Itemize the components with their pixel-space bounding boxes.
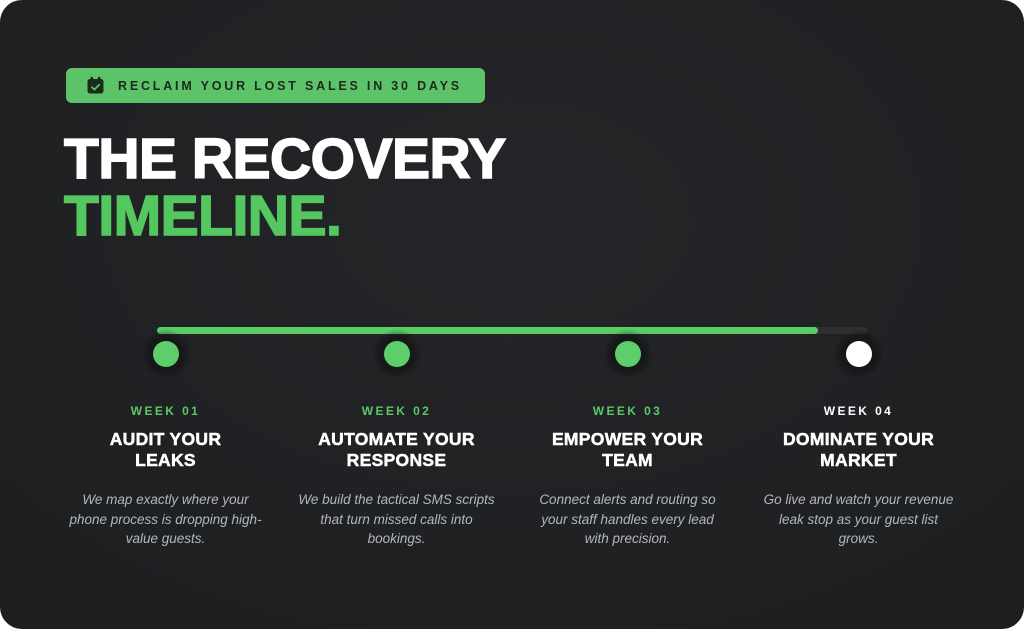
calendar-check-icon [86,76,105,95]
milestone-dot [614,341,641,367]
timeline: WEEK 01 AUDIT YOUR LEAKS We map exactly … [0,300,1024,580]
week-label: WEEK 03 [592,404,663,418]
week-description: Go live and watch your revenue leak stop… [763,492,954,546]
promo-badge-label: RECLAIM YOUR LOST SALES IN 30 DAYS [118,78,462,93]
milestone-dot [845,341,872,367]
timeline-milestone-week-04: WEEK 04 DOMINATE YOUR MARKET Go live and… [743,341,974,549]
timeline-track [157,327,868,334]
week-label: WEEK 04 [823,404,894,418]
week-title: AUTOMATE YOUR RESPONSE [318,429,475,471]
timeline-milestone-week-01: WEEK 01 AUDIT YOUR LEAKS We map exactly … [50,341,281,549]
week-label: WEEK 02 [361,404,432,418]
week-label: WEEK 01 [130,404,201,418]
timeline-milestone-week-02: WEEK 02 AUTOMATE YOUR RESPONSE We build … [281,341,512,549]
timeline-progress [157,327,819,334]
timeline-milestone-week-03: WEEK 03 EMPOWER YOUR TEAM Connect alerts… [512,341,743,549]
page-title-line1: THE RECOVERY [63,127,507,191]
week-description: We build the tactical SMS scripts that t… [298,492,495,546]
week-title: AUDIT YOUR LEAKS [109,429,222,471]
page-title-line2: TIMELINE. [63,184,342,248]
milestone-dot [383,341,410,367]
week-description: Connect alerts and routing so your staff… [539,492,716,546]
timeline-milestones: WEEK 01 AUDIT YOUR LEAKS We map exactly … [50,341,974,549]
week-title: DOMINATE YOUR MARKET [782,429,935,471]
promo-badge: RECLAIM YOUR LOST SALES IN 30 DAYS [66,68,485,103]
milestone-dot [152,341,179,367]
week-title: EMPOWER YOUR TEAM [551,429,704,471]
week-description: We map exactly where your phone process … [69,492,262,546]
